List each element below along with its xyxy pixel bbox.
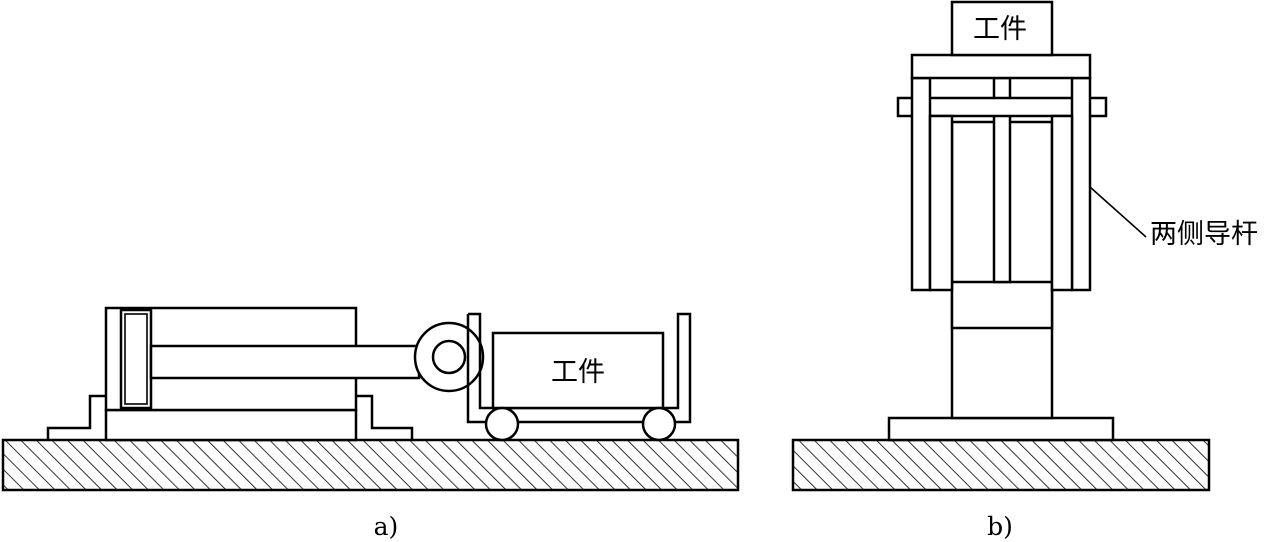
cylinder-base-plate-b <box>887 416 1115 442</box>
caption-a: a) <box>374 512 399 541</box>
figure-a: 工件 a) <box>1 306 740 541</box>
pusher-roller-hub <box>431 339 467 375</box>
piston-inner <box>124 313 148 405</box>
right-mount-bracket <box>356 394 414 440</box>
guide-rod-right <box>1070 76 1092 292</box>
piston-rod <box>149 344 421 380</box>
left-mount-bracket <box>46 394 106 440</box>
ground-base-b <box>791 438 1211 492</box>
crossbar <box>896 96 1108 118</box>
cart-frame <box>466 312 692 424</box>
cart-wheel-right <box>641 406 677 442</box>
workpiece-label-b: 工件 <box>973 14 1027 45</box>
guide-bushing-right <box>1050 114 1074 292</box>
workpiece-b <box>950 0 1054 57</box>
guide-rod-label: 两侧导杆 <box>1150 219 1258 250</box>
piston-b <box>950 280 1054 330</box>
figure-b: 工件 两侧导杆 b) <box>791 0 1258 541</box>
guide-bushing-left <box>928 114 954 292</box>
guide-rod-left <box>910 76 932 292</box>
workpiece-label-a: 工件 <box>551 357 605 388</box>
guide-rod-leader-line <box>1089 186 1147 238</box>
caption-b: b) <box>987 512 1013 541</box>
workpiece-a <box>491 331 665 410</box>
piston <box>119 308 153 410</box>
ground-base-a <box>1 438 740 492</box>
lifting-platform <box>910 53 1092 80</box>
cylinder-base-plate <box>104 408 358 442</box>
cart-wheel-left <box>484 406 520 442</box>
